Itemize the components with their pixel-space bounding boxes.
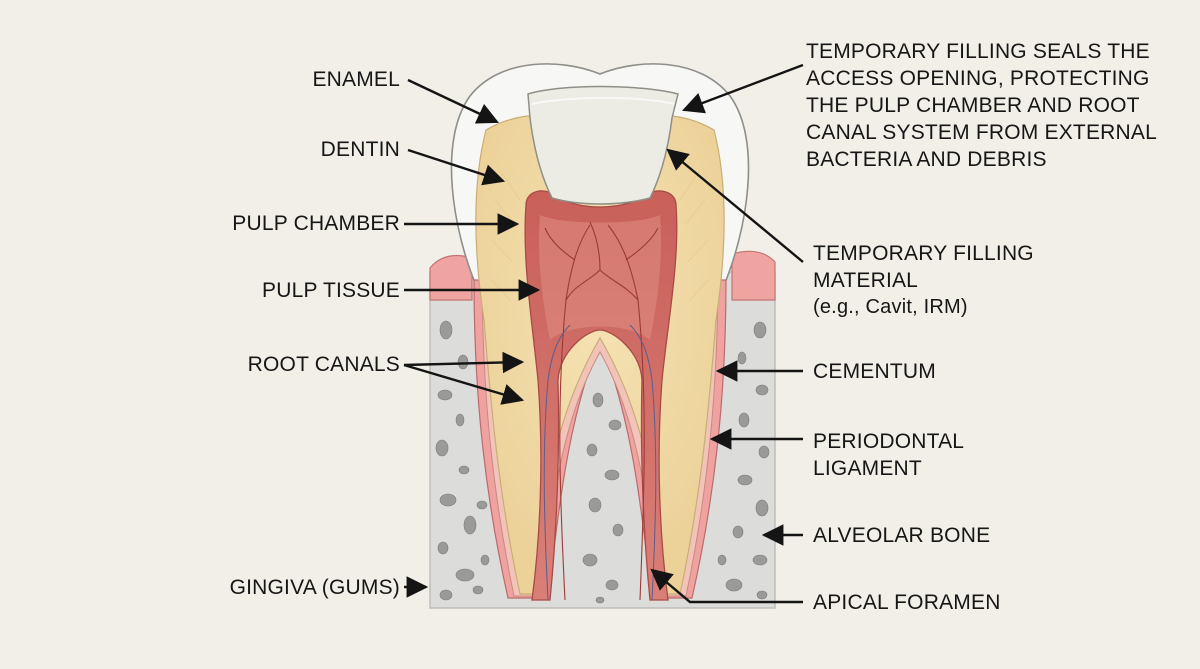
arrow-filling-material [666, 148, 804, 263]
arrow-root-canal-2 [403, 363, 525, 405]
label-pdl-line2: LIGAMENT [813, 457, 922, 480]
label-filling-line1: TEMPORARY FILLING [813, 242, 1034, 265]
arrow-enamel [407, 78, 499, 124]
label-pulp-tissue: PULP TISSUE [262, 279, 400, 302]
label-enamel: ENAMEL [312, 68, 400, 91]
label-dentin: DENTIN [320, 138, 400, 161]
label-root-canals: ROOT CANALS [247, 353, 400, 376]
label-alveolar-bone: ALVEOLAR BONE [813, 524, 991, 547]
arrow-root-canal-1 [403, 351, 525, 374]
label-pulp-chamber: PULP CHAMBER [232, 212, 400, 235]
filling-highlight [531, 97, 675, 105]
label-filling-line2: MATERIAL [813, 269, 919, 292]
label-filling-line3: (e.g., Cavit, IRM) [813, 296, 968, 318]
temporary-filling [527, 85, 679, 205]
label-pdl-line1: PERIODONTAL [813, 430, 965, 453]
leader-lines [403, 63, 804, 604]
label-gingiva: GINGIVA (GUMS) [229, 576, 400, 599]
label-apical-foramen: APICAL FORAMEN [813, 591, 1001, 614]
label-filling-material: TEMPORARY FILLING MATERIAL (e.g., Cavit,… [813, 240, 1034, 321]
label-periodontal-ligament: PERIODONTAL LIGAMENT [813, 428, 964, 482]
arrow-apical-foramen [650, 568, 803, 604]
arrow-seal [681, 63, 804, 114]
pulp-tissue [538, 215, 662, 340]
arrow-dentin [407, 148, 506, 186]
pulp-vessels [544, 221, 659, 601]
label-cementum: CEMENTUM [813, 360, 936, 383]
canal-lines [543, 324, 657, 601]
label-seal-note: TEMPORARY FILLING SEALS THE ACCESS OPENI… [806, 40, 1157, 171]
